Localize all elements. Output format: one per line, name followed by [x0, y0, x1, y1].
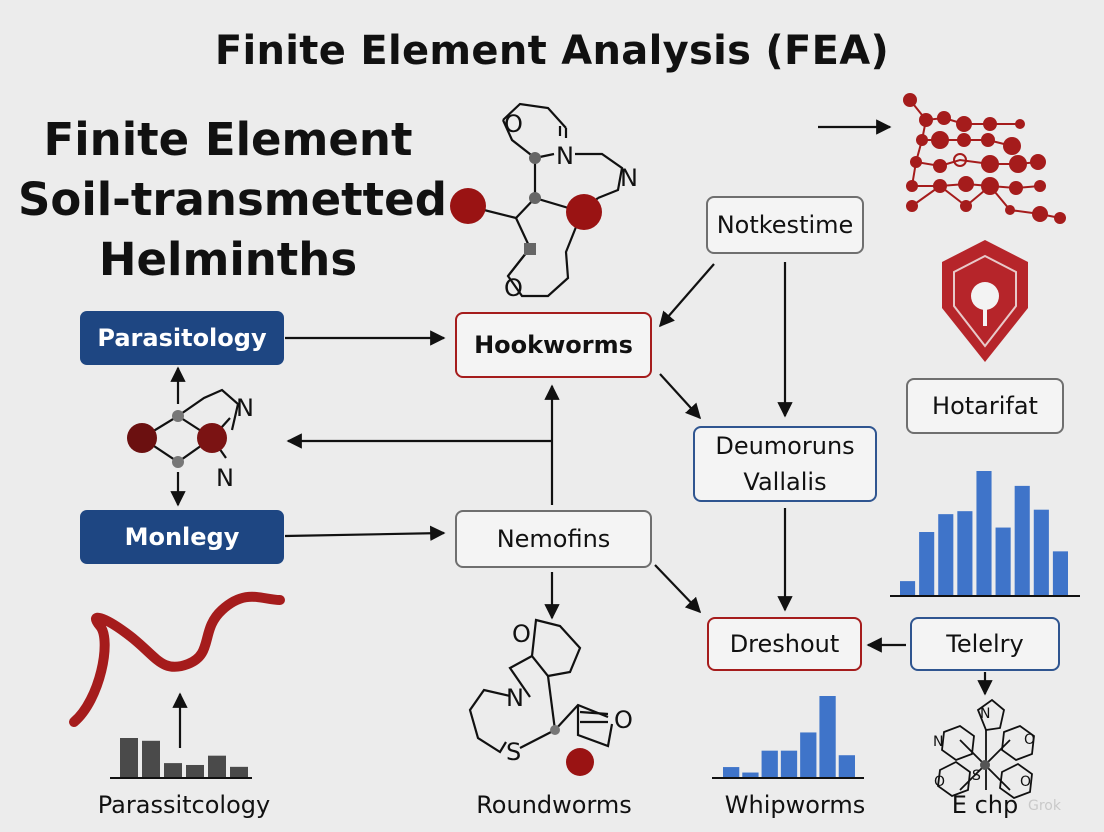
- node-telelry[interactable]: Telelry: [910, 617, 1060, 671]
- molecule-icon: [139, 388, 240, 464]
- atom-label: N: [556, 142, 574, 170]
- page-title: Finite Element Analysis (FEA): [214, 28, 890, 74]
- chart-bar: [976, 471, 992, 596]
- caption-echp: E chp: [951, 791, 1019, 819]
- chart-bar: [957, 511, 973, 596]
- atom-gray: [529, 192, 541, 204]
- atom-red: [127, 423, 157, 453]
- chart-bar: [1033, 509, 1049, 596]
- node-deumoruns-vallalis[interactable]: Deumoruns Vallalis: [693, 426, 877, 502]
- side-title-line: Finite Element: [43, 113, 413, 166]
- watermark: Grok: [1028, 798, 1061, 814]
- worm-icon: [69, 591, 285, 727]
- connectors: [170, 119, 993, 748]
- atom-label: O: [934, 774, 945, 790]
- caption-parassitcology: Parassitcology: [97, 791, 271, 819]
- side-title: Finite Element Soil-transmetted Helminth…: [18, 110, 447, 290]
- atom-gray: [172, 456, 184, 468]
- node-dreshout[interactable]: Dreshout: [707, 617, 862, 671]
- atom-label: O: [1020, 774, 1031, 790]
- atom-red: [197, 423, 227, 453]
- chart-bar: [120, 738, 138, 778]
- caption-roundworms: Roundworms: [476, 791, 632, 819]
- node-notkestime[interactable]: Notkestime: [706, 196, 864, 254]
- chart-bar: [800, 732, 817, 778]
- atom-label: O: [504, 274, 523, 302]
- chart-bar: [995, 527, 1011, 596]
- side-title-line: Helminths: [98, 233, 358, 286]
- chart-bar: [1014, 485, 1030, 596]
- chart-bar: [186, 764, 204, 778]
- network-icon: [903, 93, 1066, 224]
- atom-label: S: [506, 738, 521, 766]
- atom-label: O: [1024, 732, 1035, 748]
- node-parasitology[interactable]: Parasitology: [80, 311, 284, 365]
- atom-label: N: [236, 394, 254, 422]
- chart-bar: [723, 767, 740, 778]
- chart-bar: [900, 581, 916, 596]
- atom-label: O: [504, 110, 523, 138]
- chart-bar: [230, 766, 248, 778]
- chart-bar: [761, 750, 778, 778]
- node-hotarifat[interactable]: Hotarifat: [906, 378, 1064, 434]
- chart-bar: [208, 755, 226, 778]
- bar-chart-icon: [110, 738, 252, 779]
- side-title-line: Soil-transmetted: [18, 173, 447, 226]
- chart-bar: [838, 755, 855, 778]
- chart-bar: [938, 514, 954, 596]
- chart-bar: [819, 696, 836, 778]
- atom-label: N: [933, 734, 943, 750]
- node-nemofins[interactable]: Nemofins: [455, 510, 652, 568]
- arrow-nemofins-dreshout: [654, 564, 702, 614]
- chart-bar: [780, 750, 798, 778]
- chart-bar: [1052, 551, 1068, 596]
- atom-red: [450, 188, 486, 224]
- arrow-hookworms-deumoruns: [659, 373, 702, 420]
- atom-label: N: [620, 164, 638, 192]
- caption-whipworms: Whipworms: [724, 791, 866, 819]
- arrow-notkestime-hookworms: [658, 263, 715, 328]
- arrow-monlegy-nemofins: [284, 525, 446, 541]
- chart-bar: [742, 772, 759, 778]
- chart-bar: [142, 740, 160, 778]
- atom-label: N: [506, 684, 524, 712]
- shield-icon: [942, 240, 1028, 362]
- atom-red: [566, 194, 602, 230]
- atom-label: N: [216, 464, 234, 492]
- atom-label: N: [980, 706, 990, 722]
- atom-gray: [550, 725, 560, 735]
- atom-label: O: [512, 620, 531, 648]
- atom-label: S: [972, 768, 981, 784]
- node-line: Deumoruns: [715, 432, 855, 460]
- atom-gray: [172, 410, 184, 422]
- atom-gray: [980, 760, 990, 770]
- bar-chart-icon: [890, 471, 1080, 597]
- chart-bar: [919, 532, 935, 596]
- node-line: Vallalis: [743, 468, 827, 496]
- node-monlegy[interactable]: Monlegy: [80, 510, 284, 564]
- atom-gray: [529, 152, 541, 164]
- atom-red: [566, 748, 594, 776]
- atom-gray: [524, 243, 536, 255]
- atom-label: O: [614, 706, 633, 734]
- molecule-icon: [467, 102, 624, 298]
- node-hookworms[interactable]: Hookworms: [455, 312, 652, 378]
- chart-bar: [164, 763, 182, 778]
- molecule-icon: [468, 618, 614, 754]
- bar-chart-icon: [712, 696, 864, 779]
